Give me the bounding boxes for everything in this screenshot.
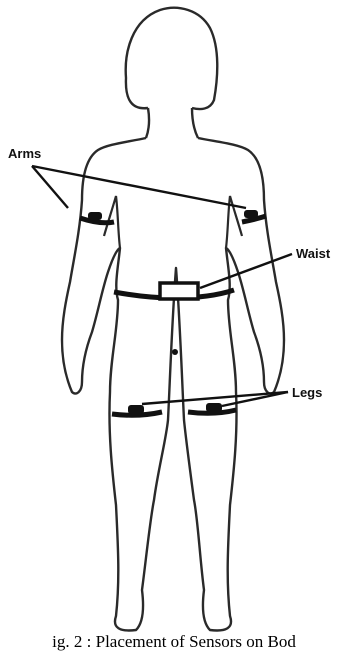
waist-sensor-belt [114, 283, 234, 299]
navel-dot [172, 349, 178, 355]
arms-label: Arms [8, 146, 41, 161]
waist-label: Waist [296, 246, 330, 261]
legs-label: Legs [292, 385, 322, 400]
leg-sensor-left [112, 405, 162, 415]
figure-caption: ig. 2 : Placement of Sensors on Bod [0, 632, 344, 652]
head-outline [126, 8, 218, 109]
waist-pointer-line [200, 254, 292, 288]
arm-sensor-right [242, 210, 266, 222]
neck-outline [146, 108, 198, 138]
arms-pointer-lines [32, 166, 246, 208]
